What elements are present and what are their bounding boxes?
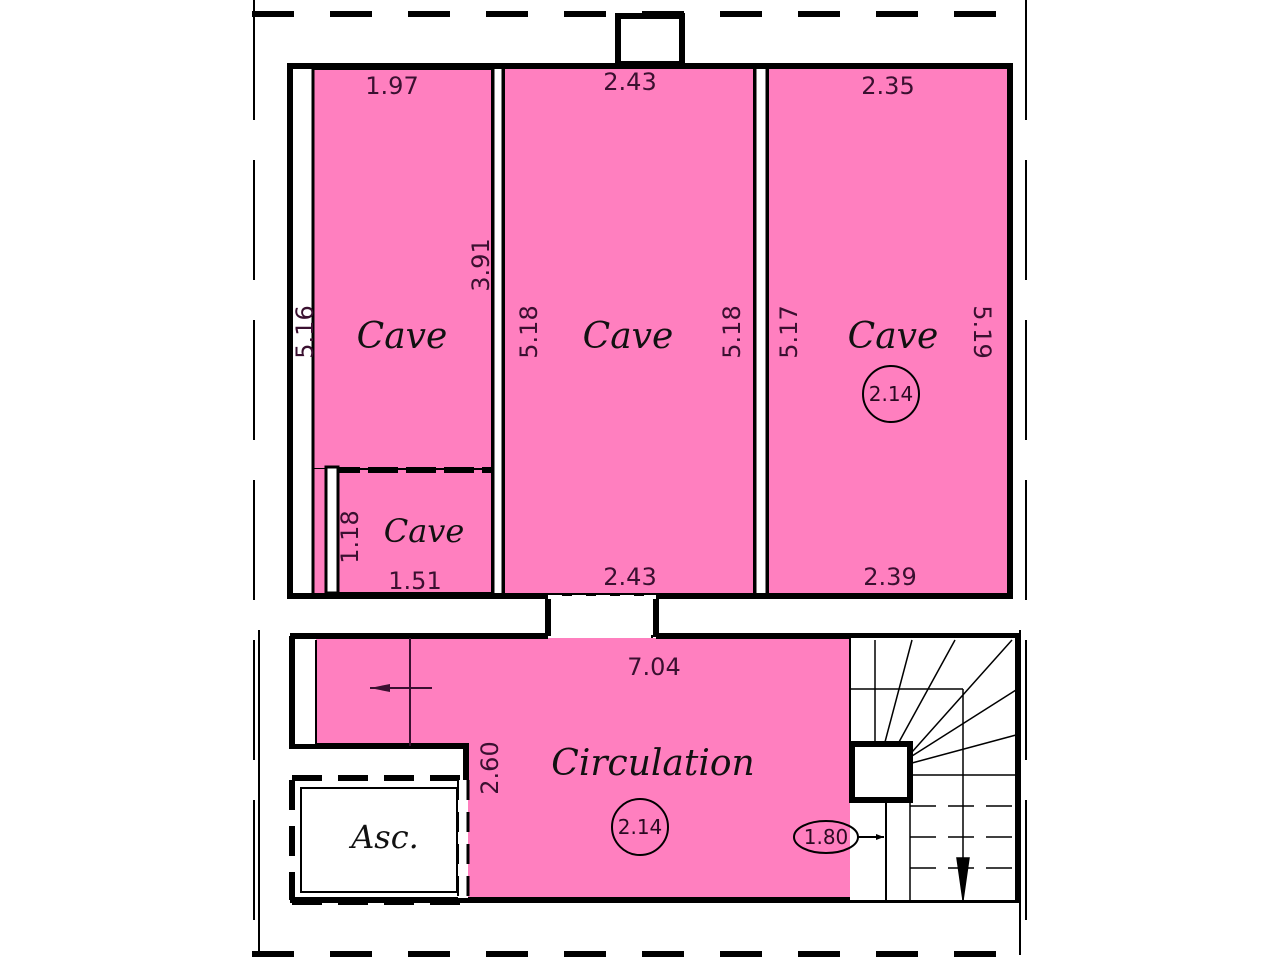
svg-text:2.14: 2.14 — [869, 382, 914, 406]
duct-top — [615, 13, 685, 67]
svg-text:2.14: 2.14 — [618, 815, 663, 839]
dim-cave-2-top: 2.43 — [603, 68, 656, 96]
dim-cave-4-left: 1.18 — [336, 510, 364, 563]
upper-block — [287, 63, 1013, 599]
passage — [545, 595, 685, 649]
dim-cave-3-right: 5.19 — [968, 305, 996, 358]
lower-block — [289, 633, 1021, 905]
dim-cave-4-bottom: 1.51 — [388, 567, 441, 595]
arrow-down-icon — [956, 857, 970, 901]
dim-cave-3-left: 5.17 — [775, 305, 803, 358]
dim-cave-2-left: 5.18 — [515, 305, 543, 358]
dim-cave-3-bottom: 2.39 — [863, 563, 916, 591]
room-label-cave-3: Cave — [848, 316, 939, 357]
dim-circulation-left: 2.60 — [476, 741, 504, 794]
dim-cave-3-top: 2.35 — [861, 72, 914, 100]
room-label-elevator: Asc. — [348, 818, 419, 856]
room-circulation[interactable] — [316, 638, 884, 900]
dim-cave-1-right: 3.91 — [467, 238, 495, 291]
room-cave-2[interactable] — [503, 65, 755, 595]
dim-cave-2-bottom: 2.43 — [603, 563, 656, 591]
svg-text:1.80: 1.80 — [804, 825, 849, 849]
dim-cave-1-top: 1.97 — [365, 72, 418, 100]
room-label-circulation: Circulation — [551, 743, 754, 784]
room-label-cave-4: Cave — [384, 512, 465, 550]
dim-cave-1-left: 5.16 — [291, 305, 319, 358]
room-label-cave-2: Cave — [583, 316, 674, 357]
staircase — [849, 638, 1018, 901]
callout-stair-height: 1.80 — [793, 820, 884, 854]
dim-circulation-top: 7.04 — [627, 653, 680, 681]
dim-cave-2-right: 5.18 — [718, 305, 746, 358]
room-label-cave-1: Cave — [357, 316, 448, 357]
height-badge-circulation: 2.14 — [611, 798, 669, 856]
room-cave-1[interactable] — [312, 68, 493, 470]
height-badge-cave-3: 2.14 — [862, 365, 920, 423]
elevator-shaft — [289, 775, 470, 905]
